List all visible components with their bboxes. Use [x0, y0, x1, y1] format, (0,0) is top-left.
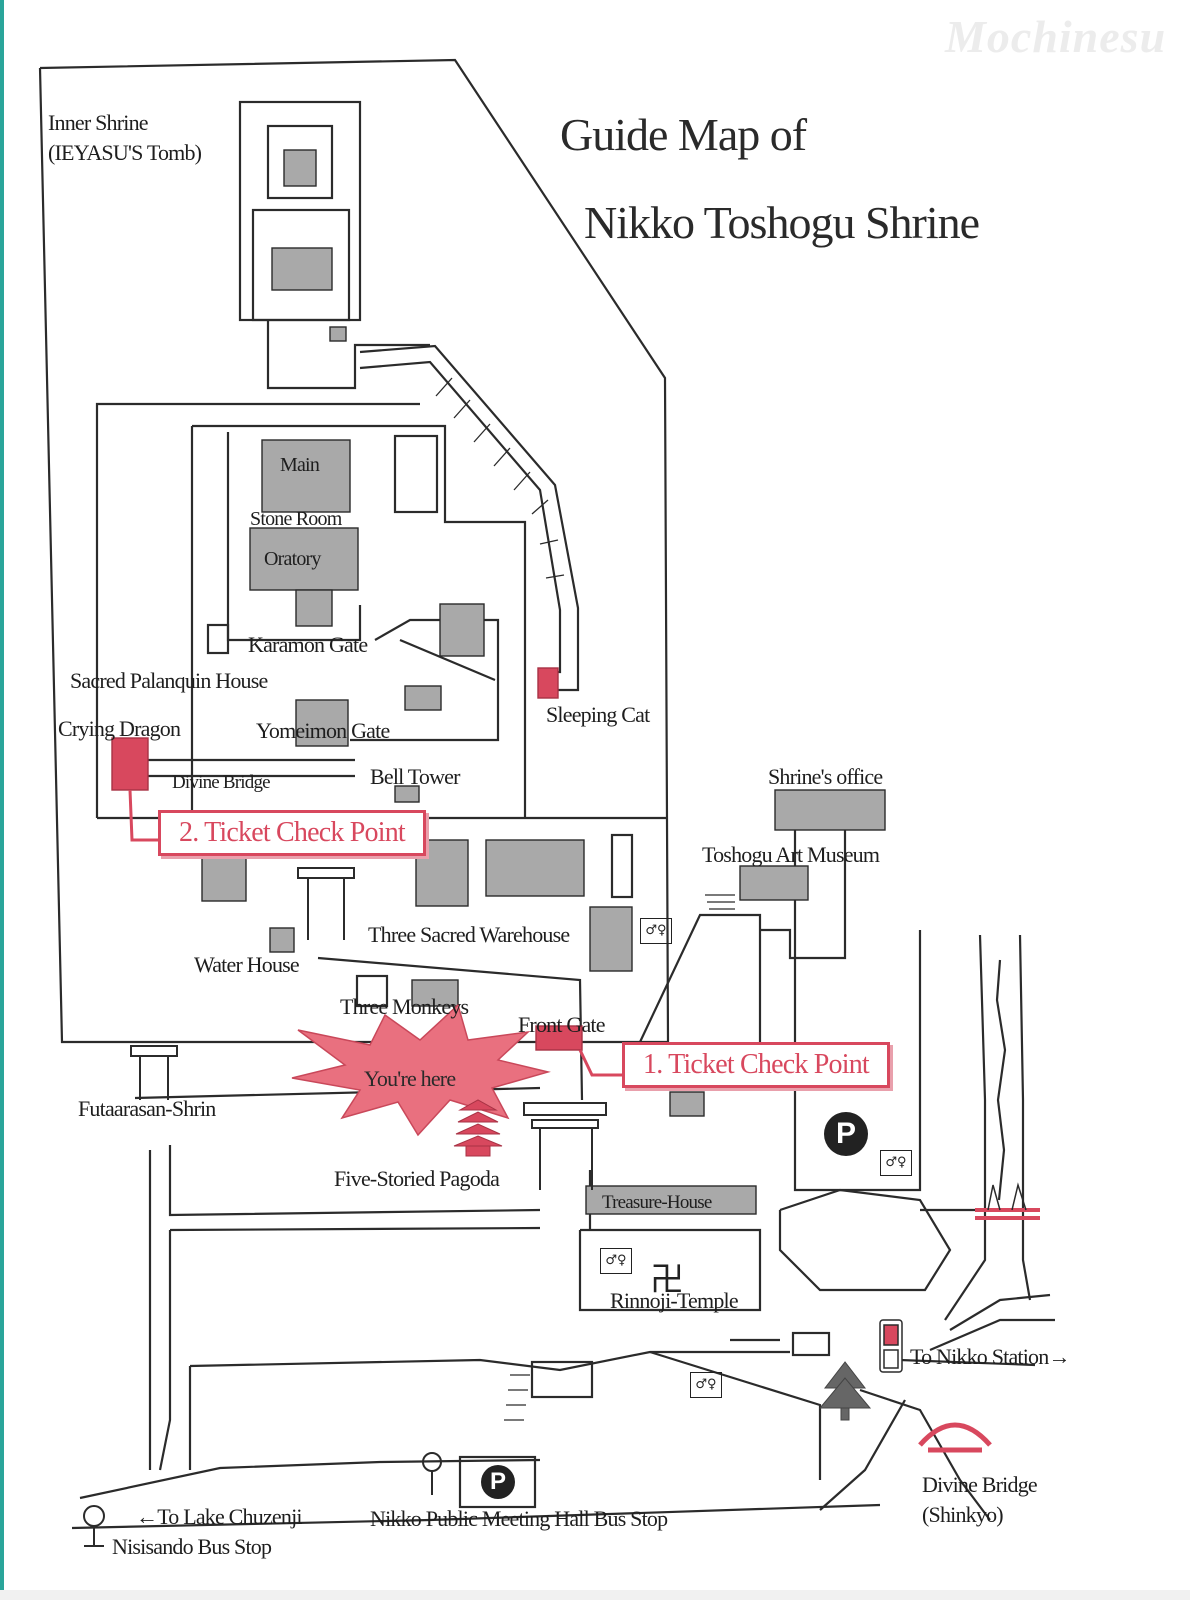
river-bank-right: [1018, 934, 1032, 1301]
label-crying-dragon: Crying Dragon: [58, 716, 181, 741]
parking-icon-south: P: [481, 1465, 515, 1499]
page-edge-bottom: [0, 1590, 1190, 1600]
art-museum-building: [739, 865, 809, 901]
ticket-check-point-2: 2. Ticket Check Point: [158, 810, 426, 856]
precinct-boundary: [38, 58, 670, 1044]
label-divine-bridge-shinkyo: Divine Bridge: [922, 1472, 1038, 1497]
label-sleeping-cat: Sleeping Cat: [546, 702, 650, 727]
label-divine-bridge-inner: Divine Bridge: [172, 772, 271, 793]
torii-gate-lower: [523, 1102, 607, 1190]
label-front-gate: Front Gate: [518, 1012, 606, 1037]
divine-bridge-shinkyo-icon: [918, 1422, 992, 1453]
crying-dragon-marker: [111, 737, 149, 791]
torii-gate-futaarasan: [130, 1045, 178, 1100]
bus-stop-icon: [83, 1505, 105, 1547]
label-treasure-house: Treasure-House: [602, 1192, 712, 1213]
label-toshogu-art-museum: Toshogu Art Museum: [702, 842, 880, 867]
five-storied-pagoda-icon: [453, 1099, 503, 1157]
temple-icon: 卍: [650, 1260, 684, 1300]
label-to-nikko-station: To Nikko Station→: [910, 1344, 1070, 1369]
treasure-house-building: [585, 1185, 757, 1215]
page-edge-left: [0, 0, 4, 1600]
label-water-house: Water House: [194, 952, 300, 977]
label-shinkyo: (Shinkyo): [922, 1502, 1004, 1527]
torii-gate-upper: [297, 867, 355, 940]
label-shrines-office: Shrine's office: [768, 764, 883, 789]
ticket-check-point-1: 1. Ticket Check Point: [622, 1042, 890, 1088]
bridge-upper-frame: [987, 1182, 1027, 1211]
label-inner-shrine: Inner Shrine: [48, 110, 149, 135]
label-karamon-gate: Karamon Gate: [248, 632, 368, 657]
main-hall: [261, 439, 351, 513]
restroom-icon: ♂♀: [880, 1150, 912, 1176]
label-bell-tower: Bell Tower: [370, 764, 460, 789]
label-futaarasan-shrin: Futaarasan-Shrin: [78, 1096, 216, 1121]
label-nikko-public-bus-stop: Nikko Public Meeting Hall Bus Stop: [370, 1506, 668, 1531]
sleeping-cat-marker: [537, 667, 559, 699]
tree-icon: [818, 1361, 872, 1421]
bus-stop-public-icon: [422, 1452, 442, 1495]
inner-shrine-hall: [271, 247, 333, 291]
restroom-icon: ♂♀: [640, 918, 672, 944]
front-gate-marker: [535, 1025, 583, 1051]
info-sign-icon: [879, 1319, 903, 1373]
watermark-logo: Mochinesu: [945, 11, 1167, 62]
label-three-sacred-warehouse: Three Sacred Warehouse: [368, 922, 570, 947]
restroom-icon: ♂♀: [690, 1372, 722, 1398]
you-are-here-starburst: [291, 1003, 551, 1137]
label-three-monkeys: Three Monkeys: [340, 994, 469, 1019]
label-sacred-palanquin-house: Sacred Palanquin House: [70, 668, 268, 693]
shrines-office-building: [774, 789, 886, 831]
you-are-here-label: You're here: [364, 1066, 456, 1091]
map-title-line2: Nikko Toshogu Shrine: [584, 197, 980, 248]
label-main: Main: [280, 454, 320, 476]
oratory-building: [249, 527, 359, 591]
label-rinnoji-temple: Rinnoji-Temple: [610, 1288, 739, 1313]
label-nisisando-bus-stop: Nisisando Bus Stop: [112, 1534, 272, 1559]
stair-path: [359, 344, 580, 692]
label-yomeimon-gate: Yomeimon Gate: [256, 718, 390, 743]
label-stone-room: Stone Room: [250, 508, 342, 530]
map-title-line1: Guide Map of: [560, 109, 807, 160]
label-to-lake-chuzenji: ←To Lake Chuzenji: [136, 1504, 303, 1529]
restroom-icon: ♂♀: [600, 1248, 632, 1274]
label-inner-shrine-sub: (IEYASU'S Tomb): [48, 140, 202, 165]
middle-enclosure: [95, 402, 420, 818]
label-five-storied-pagoda: Five-Storied Pagoda: [334, 1166, 500, 1191]
label-oratory: Oratory: [264, 548, 321, 570]
parking-icon: P: [824, 1112, 868, 1156]
bridge-upper-icon: [975, 1208, 1040, 1220]
inner-shrine-building: [283, 149, 317, 187]
river-bank-left: [944, 934, 987, 1321]
